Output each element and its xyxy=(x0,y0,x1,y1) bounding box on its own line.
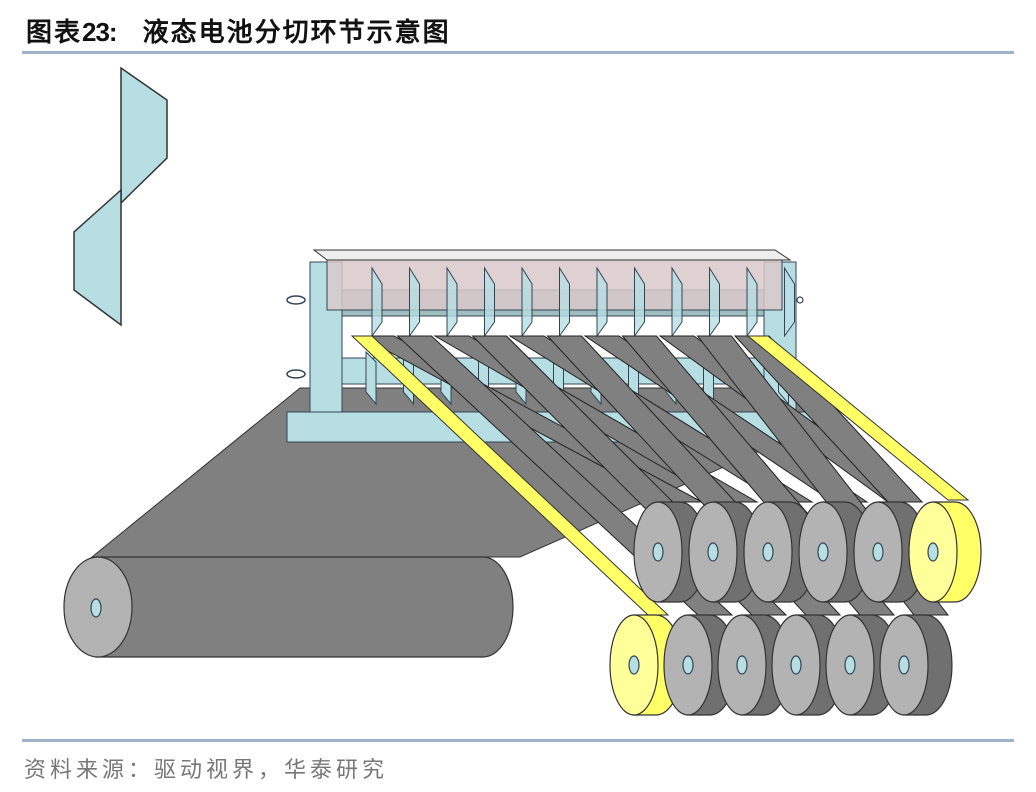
reel-hub xyxy=(898,655,910,675)
circular-knife xyxy=(709,266,720,338)
figure-title: 图表23: 液态电池分切环节示意图 xyxy=(26,12,451,49)
slitting-diagram xyxy=(63,66,982,716)
mother-roll-hub xyxy=(90,598,102,618)
frame-bolt-right xyxy=(796,296,804,304)
reel-hub xyxy=(927,542,939,562)
figure-number: 23: xyxy=(82,17,118,47)
circular-knife xyxy=(559,266,570,338)
circular-knife xyxy=(596,266,608,338)
top-divider xyxy=(22,51,1014,54)
figure-label: 图表 xyxy=(26,18,83,48)
blade-detail-icon xyxy=(73,66,168,327)
circular-knife xyxy=(784,266,795,338)
circular-knife xyxy=(371,266,383,338)
reel-hub xyxy=(872,542,884,562)
reel-hub xyxy=(844,655,856,675)
figure-title-text: 液态电池分切环节示意图 xyxy=(142,18,451,48)
frame-bolt-upper xyxy=(286,295,306,305)
edge-trim-strip-left xyxy=(350,335,670,616)
circular-knife xyxy=(634,266,645,338)
bottom-divider xyxy=(22,739,1014,742)
mother-roll xyxy=(63,556,514,658)
circular-knife xyxy=(484,266,495,338)
source-label: 资料来源： xyxy=(24,758,155,783)
rewind-reels xyxy=(609,501,982,716)
reel-hub xyxy=(817,542,829,562)
circular-knife xyxy=(671,266,683,338)
reel-hub xyxy=(736,655,748,675)
rewind-reel xyxy=(879,614,953,716)
source-note: 资料来源：驱动视界，华泰研究 xyxy=(24,752,388,784)
frame-bolt-lower xyxy=(286,369,306,379)
reel-hub xyxy=(652,542,664,562)
blade-lower xyxy=(73,188,122,327)
cover-lip xyxy=(312,249,792,261)
circular-knife xyxy=(746,266,758,338)
knife-cover xyxy=(326,259,783,311)
edge-trim-reel xyxy=(908,501,982,603)
reel-hub xyxy=(682,655,694,675)
blade-upper xyxy=(120,66,168,205)
source-text: 驱动视界，华泰研究 xyxy=(154,758,389,783)
reel-hub xyxy=(628,655,640,675)
circular-knife xyxy=(446,266,458,338)
reel-hub xyxy=(762,542,774,562)
mother-roll-body xyxy=(95,556,514,658)
reel-hub xyxy=(790,655,802,675)
circular-knife xyxy=(409,266,420,338)
circular-knife xyxy=(521,266,533,338)
lower-knife xyxy=(365,350,377,406)
reel-hub xyxy=(707,542,719,562)
edge-trim-strip-right xyxy=(746,335,970,501)
